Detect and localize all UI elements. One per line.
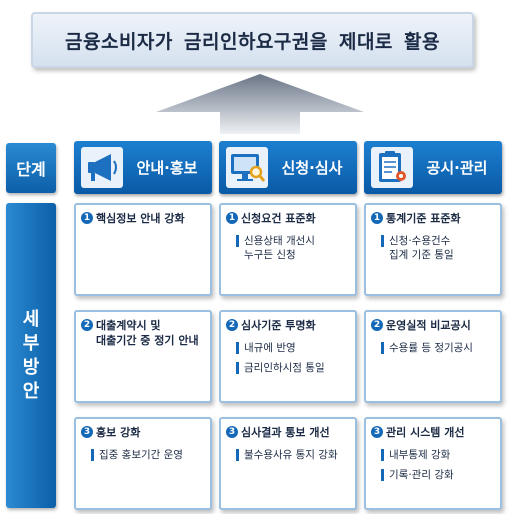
number-badge: 1 <box>226 212 238 224</box>
plan-bullet: 내규에 반영 <box>236 341 352 355</box>
plan-title: 심사결과 통보 개선 <box>241 426 330 439</box>
plan-bullet: 기록·관리 강화 <box>381 468 497 482</box>
plan-title: 운영실적 비교공시 <box>386 319 471 332</box>
plan-bullet-text: 수용률 등 정기공시 <box>389 342 473 354</box>
number-badge: 1 <box>81 212 93 224</box>
plan-title: 대출계약시 및 대출기간 중 정기 안내 <box>96 319 199 347</box>
number-badge: 2 <box>371 319 383 331</box>
plan-bullet: 금리인하시점 통일 <box>236 361 352 375</box>
stage-label: 단계 <box>16 160 46 179</box>
up-arrow-icon <box>156 74 364 134</box>
plan-title: 관리 시스템 개선 <box>386 426 465 439</box>
number-badge: 1 <box>371 212 383 224</box>
number-badge: 3 <box>81 426 93 438</box>
column-label: 안내·홍보 <box>136 159 198 177</box>
plan-title: 심사기준 투명화 <box>241 319 316 332</box>
plan-bullet-text: 기록·관리 강화 <box>389 469 454 481</box>
plan-bullet-text: 내부통제 강화 <box>389 449 451 461</box>
detail-plans-header: 세 부 방 안 <box>6 203 56 508</box>
detail-char: 부 <box>22 332 40 354</box>
plan-title: 통계기준 표준화 <box>386 212 461 225</box>
column-label: 신청·심사 <box>281 159 343 177</box>
detail-char: 방 <box>22 356 40 378</box>
plan-title: 핵심정보 안내 강화 <box>96 212 185 225</box>
number-badge: 3 <box>226 426 238 438</box>
megaphone-icon <box>81 147 123 188</box>
plan-bullet-text: 불수용사유 통지 강화 <box>244 449 338 461</box>
plan-bullet-text: 신용상태 개선시 누구든 신청 <box>244 235 315 261</box>
page-title: 금융소비자가 금리인하요구권을 제대로 활용 <box>65 30 440 53</box>
number-badge: 2 <box>81 319 93 331</box>
plan-title: 홍보 강화 <box>96 426 141 439</box>
number-badge: 2 <box>226 319 238 331</box>
title-banner: 금융소비자가 금리인하요구권을 제대로 활용 <box>31 12 474 68</box>
plan-bullet: 신청·수용건수 집계 기준 통일 <box>381 234 497 262</box>
plan-bullet: 신용상태 개선시 누구든 신청 <box>236 234 352 262</box>
plan-bullet-text: 신청·수용건수 집계 기준 통일 <box>389 235 454 261</box>
column-header-application: 신청·심사 <box>219 141 357 194</box>
column-label: 공시·관리 <box>426 159 488 177</box>
detail-char: 세 <box>22 308 40 330</box>
stage-header: 단계 <box>6 143 56 193</box>
plan-bullet: 불수용사유 통지 강화 <box>236 448 352 462</box>
plan-bullet: 내부통제 강화 <box>381 448 497 462</box>
plan-bullet-text: 집중 홍보기간 운영 <box>99 449 183 461</box>
detail-char: 안 <box>22 380 40 402</box>
plan-bullet-text: 내규에 반영 <box>244 342 296 354</box>
number-badge: 3 <box>371 426 383 438</box>
column-header-disclosure: 공시·관리 <box>364 141 502 194</box>
plan-bullet-text: 금리인하시점 통일 <box>244 362 325 374</box>
plan-title: 신청요건 표준화 <box>241 212 316 225</box>
monitor-magnifier-icon <box>226 147 268 188</box>
clipboard-gear-icon <box>371 147 413 188</box>
plan-bullet: 수용률 등 정기공시 <box>381 341 497 355</box>
column-header-guidance: 안내·홍보 <box>74 141 212 194</box>
plan-bullet: 집중 홍보기간 운영 <box>91 448 207 462</box>
